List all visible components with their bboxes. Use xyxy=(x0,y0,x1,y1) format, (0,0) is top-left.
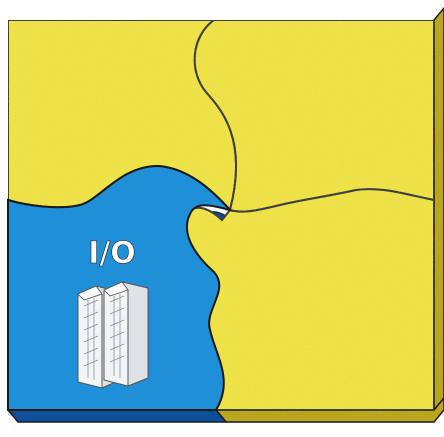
blue-bottom-side xyxy=(8,410,226,422)
server-rack-icon xyxy=(78,282,148,388)
board-right-side xyxy=(434,8,444,410)
io-label: I/O xyxy=(88,236,136,271)
